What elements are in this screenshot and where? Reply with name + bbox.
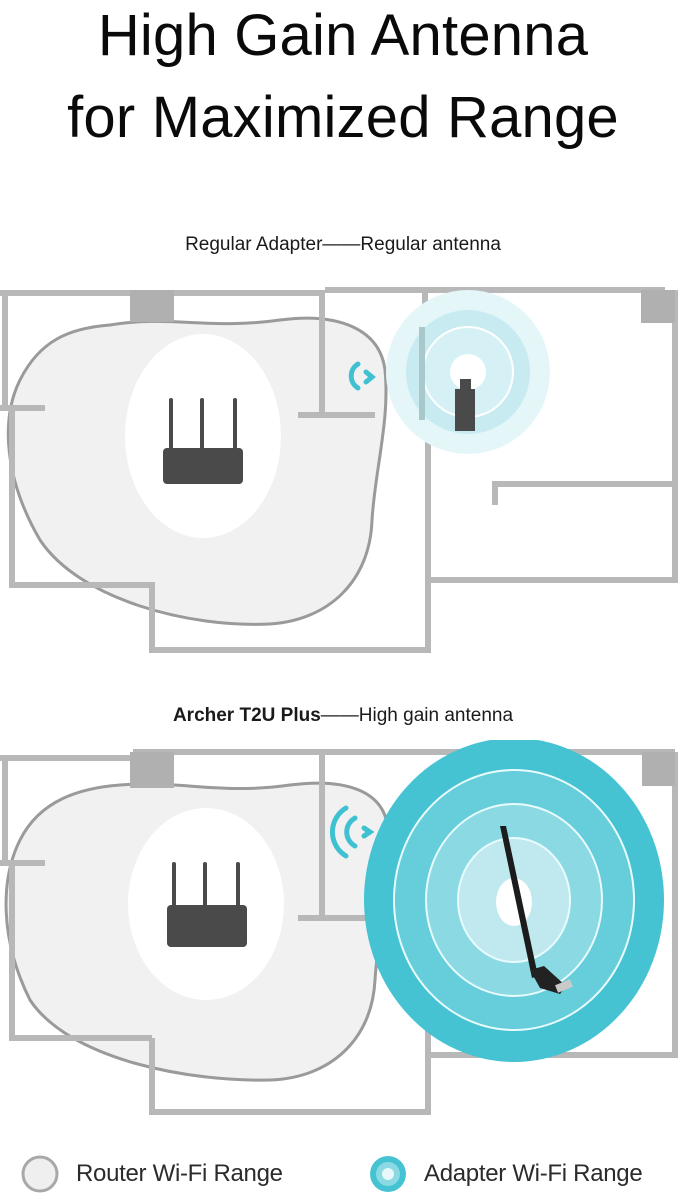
wifi-signal-icon: [329, 805, 375, 859]
separator: ——: [320, 705, 359, 726]
adapter-range-swatch-icon: [370, 1156, 406, 1192]
usb-adapter-icon: [455, 379, 475, 431]
title-line-2: for Maximized Range: [67, 85, 619, 150]
archer-caption: Archer T2U Plus——High gain antenna: [0, 705, 686, 727]
legend: Router Wi-Fi Range Adapter Wi-Fi Range: [0, 1150, 686, 1200]
antenna-type: High gain antenna: [358, 705, 514, 726]
pillar: [130, 752, 174, 788]
archer-floorplan: [0, 740, 678, 1115]
high-gain-usb-adapter-icon: [500, 826, 573, 994]
pillar: [641, 290, 675, 323]
regular-adapter-floorplan: [0, 287, 678, 653]
adapter-range-small: [386, 290, 550, 454]
regular-adapter-caption: Regular Adapter——Regular antenna: [0, 234, 686, 256]
separator: ——: [322, 234, 361, 255]
legend-item-router-range: Router Wi-Fi Range: [20, 1154, 283, 1194]
pillar: [642, 752, 675, 786]
product-name: Archer T2U Plus: [172, 705, 321, 726]
wifi-signal-icon: [348, 361, 376, 391]
walls: [0, 749, 678, 1115]
adapter-range-large: [364, 740, 664, 1062]
product-name: Regular Adapter: [185, 234, 323, 255]
router-icon: [167, 862, 247, 947]
legend-item-adapter-range: Adapter Wi-Fi Range: [368, 1154, 643, 1194]
router-icon: [163, 398, 243, 484]
walls: [0, 287, 678, 653]
antenna-type: Regular antenna: [360, 234, 501, 255]
legend-label: Router Wi-Fi Range: [76, 1160, 283, 1187]
title-line-1: High Gain Antenna: [97, 3, 589, 68]
pillar: [130, 290, 174, 322]
legend-label: Adapter Wi-Fi Range: [424, 1160, 643, 1187]
router-range-swatch-icon: [21, 1155, 59, 1193]
